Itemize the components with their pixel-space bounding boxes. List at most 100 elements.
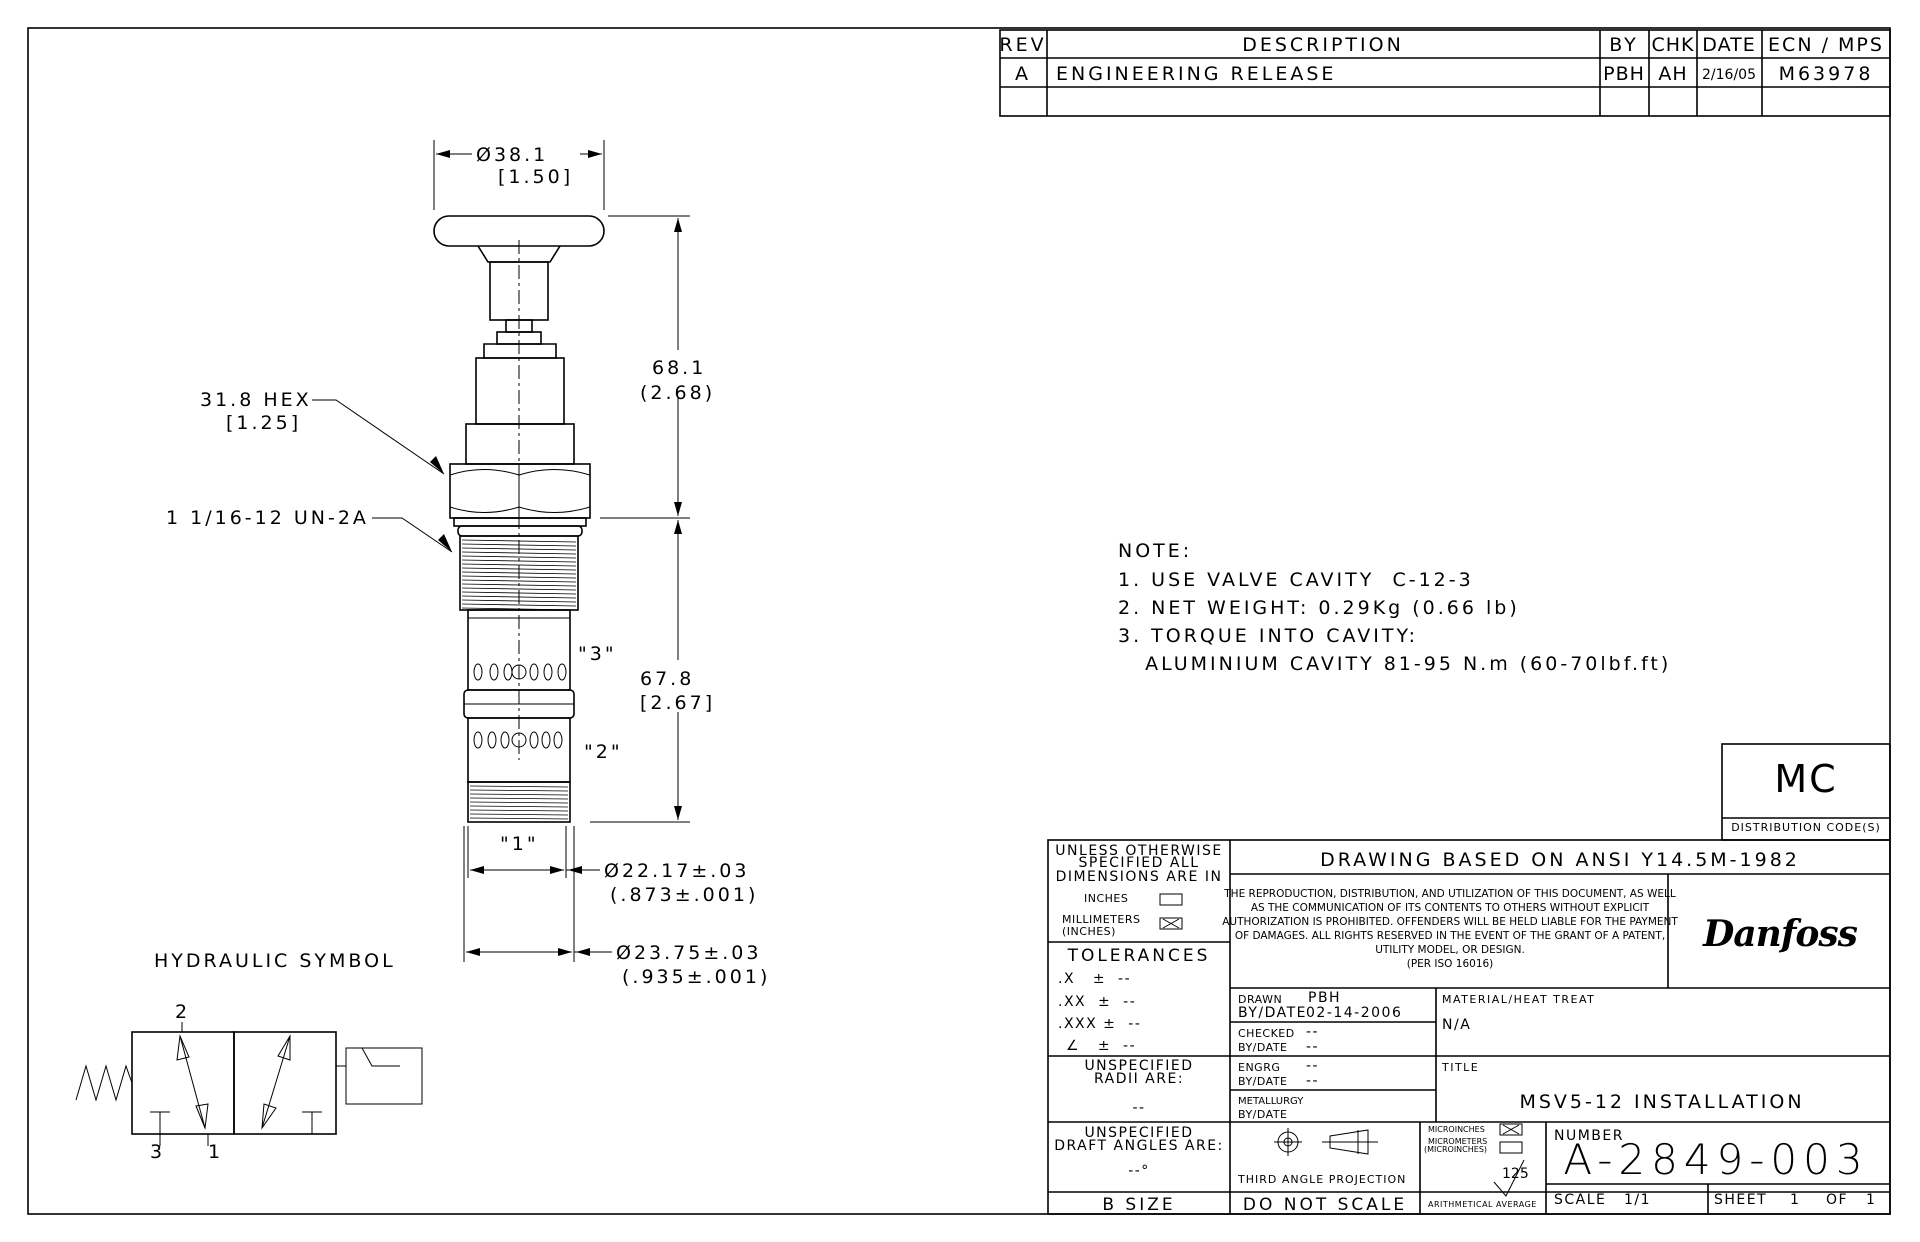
- diameter-1: Ø22.17±.03: [604, 860, 749, 882]
- hydraulic-symbol: HYDRAULIC SYMBOL 2 3 1: [75, 950, 423, 1163]
- microinches-checkbox[interactable]: [1499, 1123, 1523, 1136]
- seal-line: [469, 789, 569, 792]
- checked-bydate-label: BY/DATE: [1238, 1041, 1288, 1054]
- do-not-scale: DO NOT SCALE: [1243, 1195, 1407, 1215]
- thread-line: [461, 603, 577, 607]
- legal-line-6: (PER ISO 16016): [1407, 958, 1494, 970]
- thread-line: [461, 563, 577, 567]
- thread-line: [461, 559, 577, 563]
- roughness-value: 125: [1502, 1166, 1529, 1182]
- thread-line: [461, 587, 577, 591]
- legal-line-4: OF DAMAGES. ALL RIGHTS RESERVED IN THE E…: [1235, 930, 1665, 942]
- revision-table: REV DESCRIPTION BY CHK DATE ECN / MPS A …: [999, 29, 1891, 117]
- material-value: N/A: [1442, 1017, 1471, 1033]
- seal-line: [469, 793, 569, 796]
- port3-holes: [473, 663, 567, 681]
- projection-label: THIRD ANGLE PROJECTION: [1237, 1173, 1406, 1186]
- microinches-label: MICROINCHES: [1428, 1125, 1485, 1134]
- drawing-title: MSV5-12 INSTALLATION: [1519, 1091, 1804, 1113]
- sheet-value: 1: [1790, 1192, 1800, 1208]
- ecn-header: ECN / MPS: [1768, 34, 1884, 56]
- distribution-label: DISTRIBUTION CODE(S): [1731, 821, 1881, 834]
- valve-drawing: Ø38.1 [1.50] 68.1 (2.68) 67.8 [2.67] 31.…: [166, 140, 770, 988]
- tol-angle: ∠ ± --: [1066, 1038, 1136, 1054]
- ansi-standard: DRAWING BASED ON ANSI Y14.5M-1982: [1320, 849, 1800, 871]
- hex-size-in: [1.25]: [226, 412, 301, 434]
- title-block: UNLESS OTHERWISE SPECIFIED ALL DIMENSION…: [1047, 839, 1891, 1215]
- diameter-2-in: (.935±.001): [622, 966, 770, 988]
- micrometers-checkbox[interactable]: [1499, 1141, 1523, 1154]
- size-label: B SIZE: [1102, 1195, 1175, 1215]
- radii-line-1: UNSPECIFIED: [1084, 1058, 1193, 1074]
- arithmetical-label: ARITHMETICAL AVERAGE: [1428, 1200, 1537, 1209]
- seal-line: [469, 797, 569, 800]
- engrg-label: ENGRG: [1238, 1061, 1280, 1074]
- knob-diameter-in: [1.50]: [498, 166, 573, 188]
- legal-line-5: UTILITY MODEL, OR DESIGN.: [1375, 944, 1525, 956]
- radii-value: --: [1132, 1100, 1145, 1116]
- thread-line: [461, 539, 577, 543]
- material-label: MATERIAL/HEAT TREAT: [1442, 993, 1595, 1006]
- port2-holes: [473, 731, 563, 749]
- roughness-check-icon: [1493, 1159, 1525, 1197]
- port-2-label: "2": [584, 741, 623, 763]
- tol-xx: .XX ± --: [1058, 994, 1136, 1010]
- by-value: PBH: [1603, 63, 1645, 85]
- drawn-label: DRAWN: [1238, 993, 1282, 1006]
- thread-line: [461, 567, 577, 571]
- description-value: ENGINEERING RELEASE: [1056, 63, 1336, 85]
- symbol-port-2: 2: [175, 1001, 190, 1023]
- engrg-date: --: [1306, 1073, 1319, 1089]
- engrg-value: --: [1306, 1058, 1319, 1074]
- thread-line: [461, 599, 577, 603]
- drawing-number: A-2849-003: [1563, 1135, 1868, 1184]
- millimeters-checkbox[interactable]: [1159, 917, 1183, 930]
- checked-label: CHECKED: [1238, 1027, 1295, 1040]
- seal-line: [469, 801, 569, 804]
- of-label: OF: [1826, 1192, 1848, 1208]
- projection-symbol-icon: [1274, 1128, 1378, 1156]
- note-line-2: 2. NET WEIGHT: 0.29Kg (0.66 lb): [1118, 597, 1520, 619]
- thread-line: [461, 583, 577, 587]
- company-logo: Danfoss: [1702, 913, 1857, 955]
- port-1-label: "1": [500, 833, 539, 855]
- legal-line-1: THE REPRODUCTION, DISTRIBUTION, AND UTIL…: [1223, 888, 1676, 900]
- rev-header: REV: [999, 34, 1046, 56]
- symbol-port-3: 3: [150, 1141, 165, 1163]
- metallurgy-label: METALLURGY: [1238, 1096, 1304, 1107]
- note-line-1: 1. USE VALVE CAVITY C-12-3: [1118, 569, 1474, 591]
- by-header: BY: [1609, 34, 1639, 56]
- hydraulic-symbol-title: HYDRAULIC SYMBOL: [154, 950, 396, 972]
- note-line-4: ALUMINIUM CAVITY 81-95 N.m (60-70lbf.ft): [1118, 653, 1671, 675]
- micrometers-label: MICROMETERS: [1428, 1137, 1487, 1146]
- date-header: DATE: [1702, 34, 1755, 56]
- draft-value: --°: [1128, 1163, 1150, 1179]
- draft-line-1: UNSPECIFIED: [1084, 1125, 1193, 1141]
- drawn-bydate-label: BY/DATE: [1238, 1005, 1307, 1021]
- seal-line: [469, 813, 569, 816]
- seal-line: [469, 817, 569, 820]
- millimeters-label: MILLIMETERS: [1062, 913, 1140, 926]
- chk-value: AH: [1658, 63, 1687, 85]
- thread-line: [461, 579, 577, 583]
- engrg-bydate-label: BY/DATE: [1238, 1075, 1288, 1088]
- unless-line-2: SPECIFIED ALL: [1078, 855, 1199, 871]
- of-value: 1: [1866, 1192, 1876, 1208]
- inches-checkbox[interactable]: [1159, 893, 1183, 906]
- upper-length: 68.1: [652, 357, 706, 379]
- thread-line: [461, 575, 577, 579]
- distribution-code: MC: [1774, 757, 1837, 801]
- diameter-2: Ø23.75±.03: [616, 942, 761, 964]
- knob-diameter: Ø38.1: [476, 144, 548, 166]
- thread-line: [461, 551, 577, 555]
- thread-lines: [461, 539, 577, 611]
- inches-paren-label: (INCHES): [1062, 925, 1116, 938]
- drawn-date: 02-14-2006: [1306, 1005, 1402, 1021]
- diameter-1-in: (.873±.001): [610, 884, 758, 906]
- thread-spec: 1 1/16-12 UN-2A: [166, 507, 369, 529]
- hex-size: 31.8 HEX: [200, 389, 312, 411]
- sheet-border: [27, 27, 1891, 1215]
- tol-x: .X ± --: [1058, 971, 1131, 987]
- tol-xxx: .XXX ± --: [1058, 1016, 1141, 1032]
- seal-line: [469, 809, 569, 812]
